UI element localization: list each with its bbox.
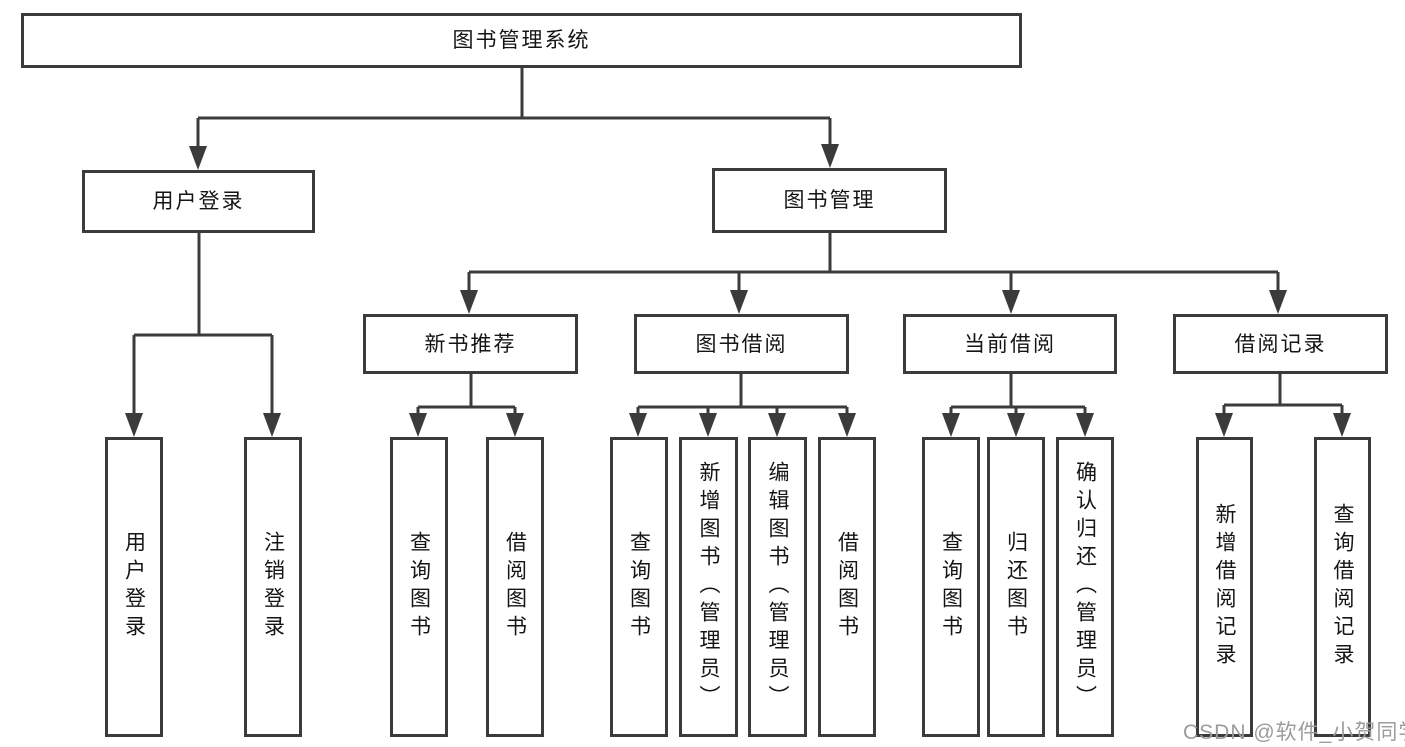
leaf-borrow-books: 借阅图书 [818,437,876,737]
node-root: 图书管理系统 [21,13,1022,68]
node-borrow-records: 借阅记录 [1173,314,1388,374]
node-current-borrow: 当前借阅 [903,314,1117,374]
leaf-logout: 注销登录 [244,437,302,737]
leaf-query-borrow-record: 查询借阅记录 [1314,437,1371,737]
watermark: CSDN @软件_小贺同学 [1183,721,1405,744]
node-user-login: 用户登录 [82,170,315,233]
node-book-management: 图书管理 [712,168,947,233]
leaf-add-book-admin: 新增图书（管理员） [679,437,738,737]
leaf-return-books: 归还图书 [987,437,1045,737]
leaf-query-books-recommend: 查询图书 [390,437,448,737]
leaf-query-books-borrow: 查询图书 [610,437,668,737]
node-book-borrow: 图书借阅 [634,314,849,374]
leaf-edit-book-admin: 编辑图书（管理员） [748,437,807,737]
leaf-add-borrow-record: 新增借阅记录 [1196,437,1253,737]
leaf-user-login: 用户登录 [105,437,163,737]
leaf-query-books-current: 查询图书 [922,437,980,737]
leaf-borrow-books-recommend: 借阅图书 [486,437,544,737]
node-new-book-recommend: 新书推荐 [363,314,578,374]
leaf-confirm-return-admin: 确认归还（管理员） [1056,437,1114,737]
